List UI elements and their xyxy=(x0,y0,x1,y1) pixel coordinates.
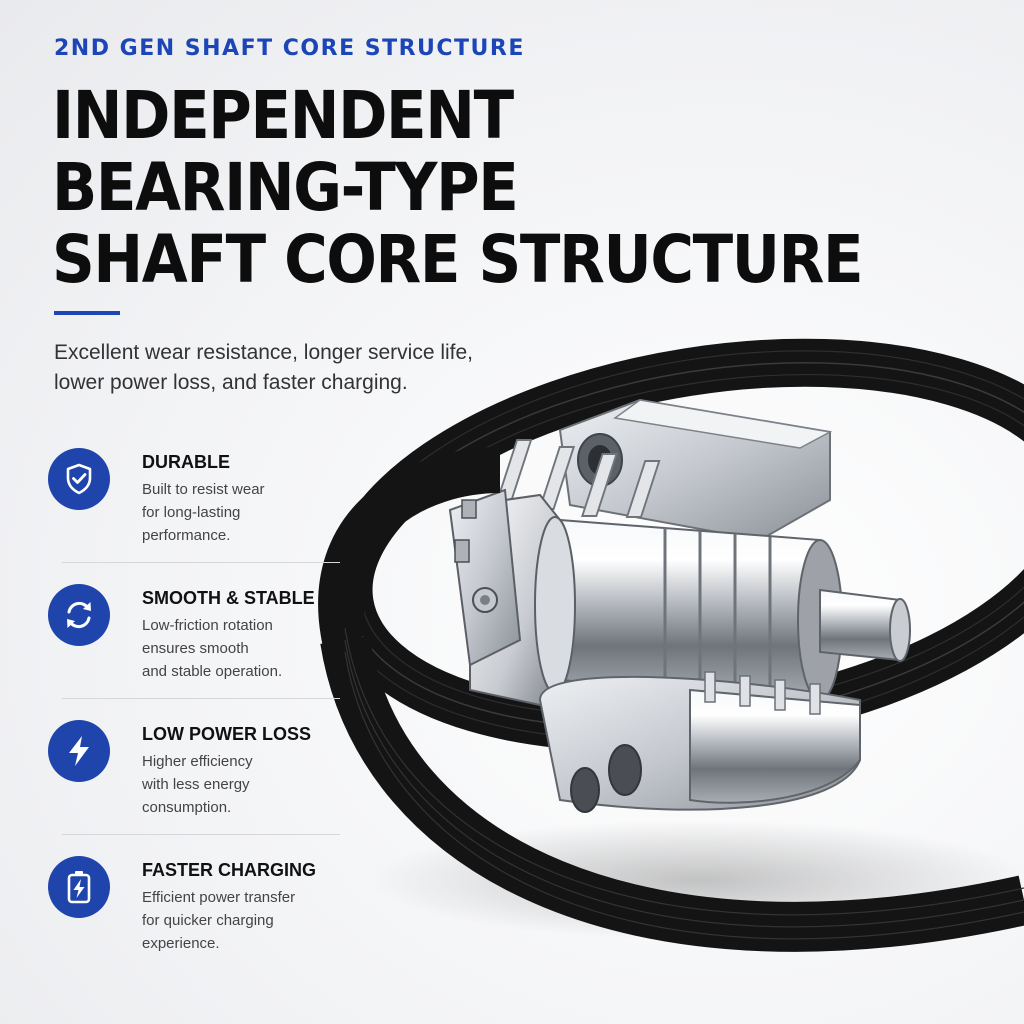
feature-icon-circle xyxy=(48,856,110,918)
shaft-core-cylinder xyxy=(559,518,911,702)
eyebrow-label: 2ND GEN SHAFT CORE STRUCTURE xyxy=(54,36,525,61)
feature-description: Efficient power transfer for quicker cha… xyxy=(142,886,322,955)
description-line: with less energy xyxy=(142,776,250,793)
feature-smooth-stable: SMOOTH & STABLE Low-friction rotation en… xyxy=(48,580,340,716)
shield-check-icon xyxy=(66,463,92,495)
description-line: Low-friction rotation xyxy=(142,617,273,634)
lead-paragraph: Excellent wear resistance, longer servic… xyxy=(54,338,534,398)
feature-icon-circle xyxy=(48,448,110,510)
front-end-cap xyxy=(448,488,576,707)
lead-line-1: Excellent wear resistance, longer servic… xyxy=(54,341,474,364)
feature-durable: DURABLE Built to resist wear for long-la… xyxy=(48,444,340,580)
description-line: Built to resist wear xyxy=(142,481,265,498)
description-line: for quicker charging xyxy=(142,912,274,929)
feature-title: SMOOTH & STABLE xyxy=(142,588,315,608)
description-line: Higher efficiency xyxy=(142,753,253,770)
title-line-2: BEARING-TYPE xyxy=(52,149,519,226)
feature-description: Low-friction rotation ensures smooth and… xyxy=(142,614,322,683)
feature-description: Higher efficiency with less energy consu… xyxy=(142,750,322,819)
description-line: and stable operation. xyxy=(142,663,283,680)
description-line: for long-lasting xyxy=(142,504,241,521)
lower-mounting-bracket xyxy=(538,671,861,813)
drive-belt-front-loop xyxy=(318,447,1024,952)
title-line-3: SHAFT CORE STRUCTURE xyxy=(52,221,864,298)
feature-faster-charging: FASTER CHARGING Efficient power transfer… xyxy=(48,852,318,988)
accent-rule xyxy=(54,311,120,315)
feature-title: DURABLE xyxy=(142,452,230,472)
feature-list: DURABLE Built to resist wear for long-la… xyxy=(48,444,340,988)
description-line: experience. xyxy=(142,935,220,952)
lead-line-2: lower power loss, and faster charging. xyxy=(54,371,408,394)
rotate-arrows-icon xyxy=(67,601,91,629)
battery-charging-icon xyxy=(67,871,91,904)
feature-icon-circle xyxy=(48,720,110,782)
feature-low-power-loss: LOW POWER LOSS Higher efficiency with le… xyxy=(48,716,340,852)
description-line: performance. xyxy=(142,527,231,544)
lightning-bolt-icon xyxy=(69,736,89,766)
feature-divider xyxy=(62,562,340,563)
description-line: Efficient power transfer xyxy=(142,889,296,906)
feature-divider xyxy=(62,698,340,699)
feature-description: Built to resist wear for long-lasting pe… xyxy=(142,478,322,547)
feature-title: LOW POWER LOSS xyxy=(142,724,311,744)
upper-mounting-bracket xyxy=(495,398,833,542)
feature-icon-circle xyxy=(48,584,110,646)
title-line-1: INDEPENDENT xyxy=(52,77,514,154)
feature-title: FASTER CHARGING xyxy=(142,860,317,880)
description-line: ensures smooth xyxy=(142,640,249,657)
feature-divider xyxy=(62,834,340,835)
page-title: INDEPENDENT BEARING-TYPE SHAFT CORE STRU… xyxy=(52,77,864,298)
description-line: consumption. xyxy=(142,799,232,816)
